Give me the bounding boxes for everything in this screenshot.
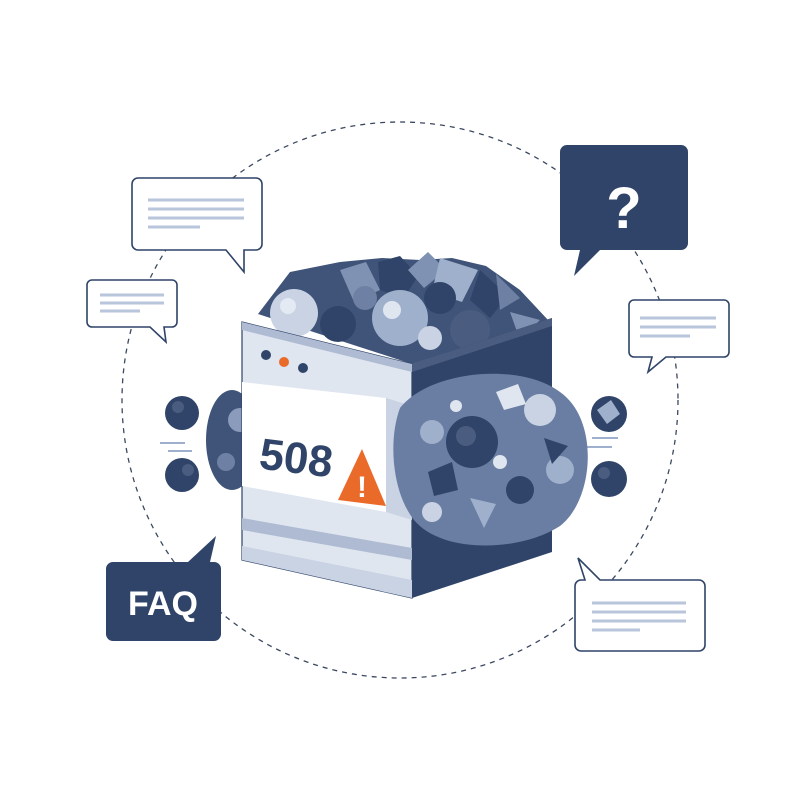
status-dot-alert bbox=[279, 357, 289, 367]
speech-bubble-right bbox=[628, 299, 730, 375]
right-debris bbox=[586, 396, 627, 497]
question-bubble: ? bbox=[560, 145, 688, 276]
speech-bubble-top-left bbox=[131, 177, 263, 275]
overflow-pile bbox=[258, 252, 548, 364]
speech-bubble-bottom-right bbox=[574, 557, 706, 652]
dashed-ring bbox=[121, 121, 679, 679]
status-dot bbox=[261, 350, 271, 360]
status-dot bbox=[298, 363, 308, 373]
faq-label: FAQ bbox=[128, 585, 198, 623]
error-code: 508 bbox=[257, 430, 336, 488]
server-box-side bbox=[393, 318, 588, 598]
question-mark-icon: ? bbox=[606, 176, 641, 241]
warning-triangle-icon: ! bbox=[338, 449, 386, 506]
speech-bubble-left bbox=[86, 279, 178, 345]
faq-bubble: FAQ bbox=[106, 536, 221, 641]
svg-text:!: ! bbox=[357, 471, 367, 504]
